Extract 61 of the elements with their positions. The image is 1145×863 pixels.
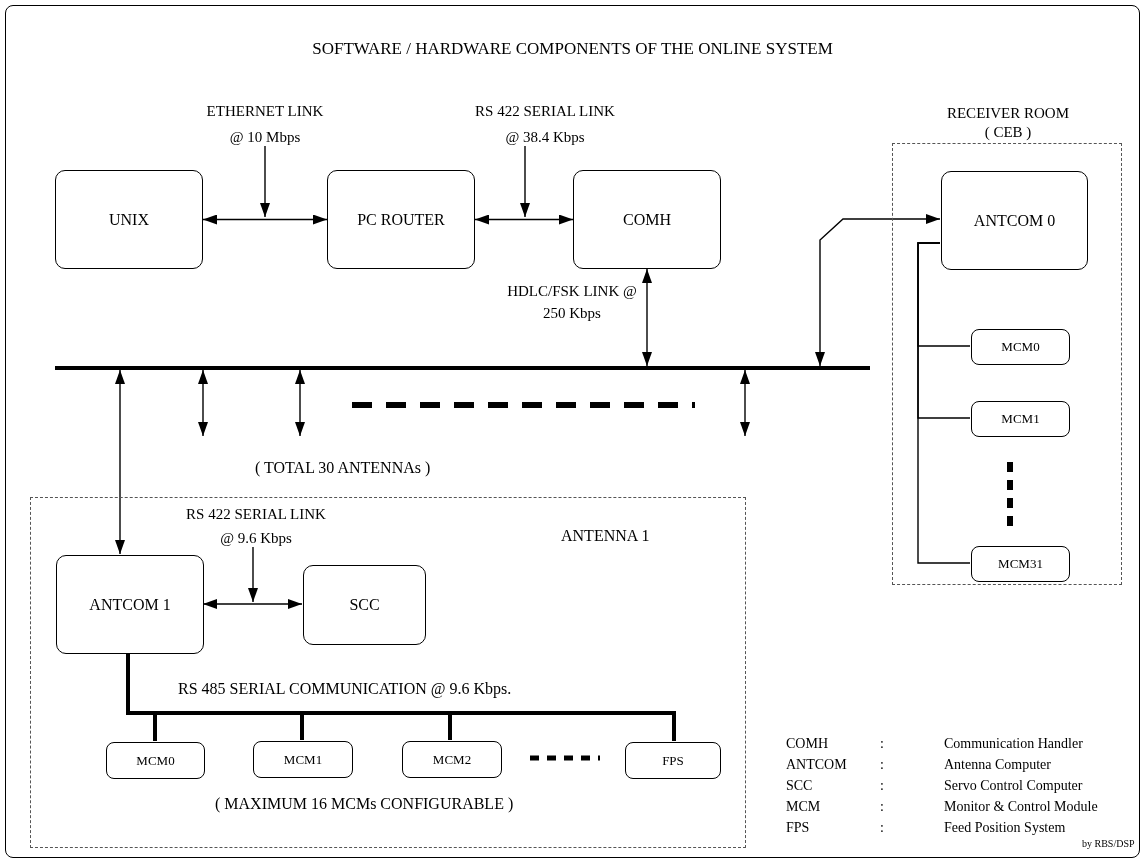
box-label: COMH — [623, 209, 671, 230]
connector-arrow — [248, 545, 258, 603]
glossary-text: Feed Position System — [944, 819, 1066, 837]
box-label: PC ROUTER — [357, 209, 445, 230]
group-heading: ANTENNA 1 — [561, 526, 650, 546]
glossary-text: Antenna Computer — [944, 756, 1051, 774]
process-box — [941, 171, 1088, 270]
module-box — [625, 742, 721, 779]
glossary-text: Servo Control Computer — [944, 777, 1083, 795]
box-label: UNIX — [109, 209, 149, 230]
glossary-text: : — [880, 819, 884, 837]
box-label: MCM2 — [432, 750, 472, 769]
module-box — [106, 742, 205, 779]
note-text: by RBS/DSP — [1082, 837, 1135, 851]
connector-arrow — [295, 369, 305, 437]
group-boundary — [30, 497, 746, 848]
glossary-text: : — [880, 735, 884, 753]
box-label: MCM1 — [283, 750, 323, 769]
box-label: ANTCOM 1 — [89, 594, 171, 615]
glossary-text: : — [880, 756, 884, 774]
note-text: ( TOTAL 30 ANTENNAs ) — [255, 458, 431, 479]
box-label: MCM0 — [1001, 338, 1040, 357]
connector-arrow — [202, 599, 303, 609]
connector-arrow — [815, 214, 941, 367]
module-box — [971, 329, 1070, 365]
glossary-text: : — [880, 798, 884, 816]
box-label: MCM0 — [136, 751, 175, 770]
process-box — [55, 170, 203, 269]
module-box — [971, 401, 1070, 437]
process-box — [573, 170, 721, 269]
glossary-text: SCC — [786, 777, 813, 795]
note-text: ( MAXIMUM 16 MCMs CONFIGURABLE ) — [215, 794, 514, 815]
box-label: FPS — [662, 751, 684, 770]
glossary-text: Communication Handler — [944, 735, 1083, 753]
note-text: RS 485 SERIAL COMMUNICATION @ 9.6 Kbps. — [178, 679, 512, 700]
connector-arrow — [740, 369, 750, 437]
box-label: MCM1 — [1001, 410, 1040, 429]
connector-arrow — [202, 214, 328, 225]
process-box — [327, 170, 475, 269]
connector-arrow — [474, 214, 574, 225]
group-heading: RECEIVER ROOM ( CEB ) — [945, 104, 1071, 142]
connector-arrow — [115, 369, 125, 555]
glossary-text: ANTCOM — [786, 756, 847, 774]
box-label: MCM31 — [998, 555, 1043, 574]
connector-arrow — [260, 145, 270, 218]
glossary-text: COMH — [786, 735, 828, 753]
glossary-text: Monitor & Control Module — [944, 798, 1098, 816]
module-box — [253, 741, 353, 778]
glossary-text: MCM — [786, 798, 821, 816]
diagram-title: SOFTWARE / HARDWARE COMPONENTS OF THE ONLINE SYSTEM — [311, 38, 834, 60]
module-box — [971, 546, 1070, 582]
glossary-text: : — [880, 777, 884, 795]
connector-arrow — [642, 268, 652, 367]
connector-arrow — [198, 369, 208, 437]
box-label: SCC — [349, 595, 380, 615]
process-box — [56, 555, 204, 654]
glossary-text: FPS — [786, 819, 810, 837]
module-box — [402, 741, 502, 778]
process-box — [303, 565, 426, 645]
box-label: ANTCOM 0 — [973, 210, 1056, 231]
connector-arrow — [520, 145, 530, 218]
